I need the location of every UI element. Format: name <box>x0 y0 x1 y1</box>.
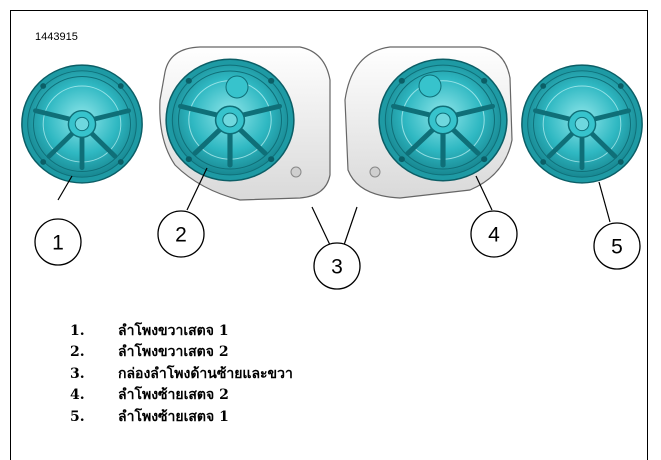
callout-1-number: 1 <box>52 232 64 255</box>
legend-text: ลำโพงซ้ายเสตจ 1 <box>118 408 229 425</box>
legend-list: 1. ลำโพงขวาเสตจ 1 2. ลำโพงขวาเสตจ 2 3. ก… <box>70 320 293 428</box>
legend-text: ลำโพงซ้ายเสตจ 2 <box>118 387 229 404</box>
legend-item-2: 2. ลำโพงขวาเสตจ 2 <box>70 342 293 364</box>
legend-number: 2. <box>70 344 85 361</box>
legend-text: ลำโพงขวาเสตจ 1 <box>118 322 229 339</box>
speaker-5 <box>522 65 642 183</box>
speaker-2-tweeter <box>225 75 249 99</box>
speaker-2 <box>166 59 294 181</box>
legend-item-1: 1. ลำโพงขวาเสตจ 1 <box>70 320 293 342</box>
callout-3: 3 <box>313 242 361 290</box>
callout-5: 5 <box>593 222 641 270</box>
enclosure-left-hole <box>369 166 381 178</box>
callout-5-number: 5 <box>611 236 623 259</box>
leader-lines <box>57 167 611 246</box>
legend-number: 3. <box>70 365 85 382</box>
callout-4: 4 <box>470 210 518 258</box>
figure-id: 1443915 <box>35 31 78 43</box>
callout-1: 1 <box>34 218 82 266</box>
speaker-illustration: 1 2 3 4 5 <box>0 46 661 290</box>
legend-item-5: 5. ลำโพงซ้ายเสตจ 1 <box>70 406 293 428</box>
callout-2: 2 <box>157 210 205 258</box>
legend-text: ลำโพงขวาเสตจ 2 <box>118 344 229 361</box>
legend-item-4: 4. ลำโพงซ้ายเสตจ 2 <box>70 385 293 407</box>
legend-number: 1. <box>70 322 85 339</box>
speaker-4-tweeter <box>418 74 442 98</box>
figure-frame <box>10 10 648 460</box>
legend-number: 5. <box>70 408 85 425</box>
speaker-4 <box>379 59 507 181</box>
speaker-1 <box>22 65 142 183</box>
enclosure-right-hole <box>290 166 302 178</box>
legend-text: กล่องลำโพงด้านซ้ายและขวา <box>118 365 293 382</box>
callout-4-number: 4 <box>488 224 500 247</box>
callout-3-number: 3 <box>331 256 343 279</box>
legend-number: 4. <box>70 387 85 404</box>
legend-item-3: 3. กล่องลำโพงด้านซ้ายและขวา <box>70 363 293 385</box>
callout-2-number: 2 <box>175 224 187 247</box>
